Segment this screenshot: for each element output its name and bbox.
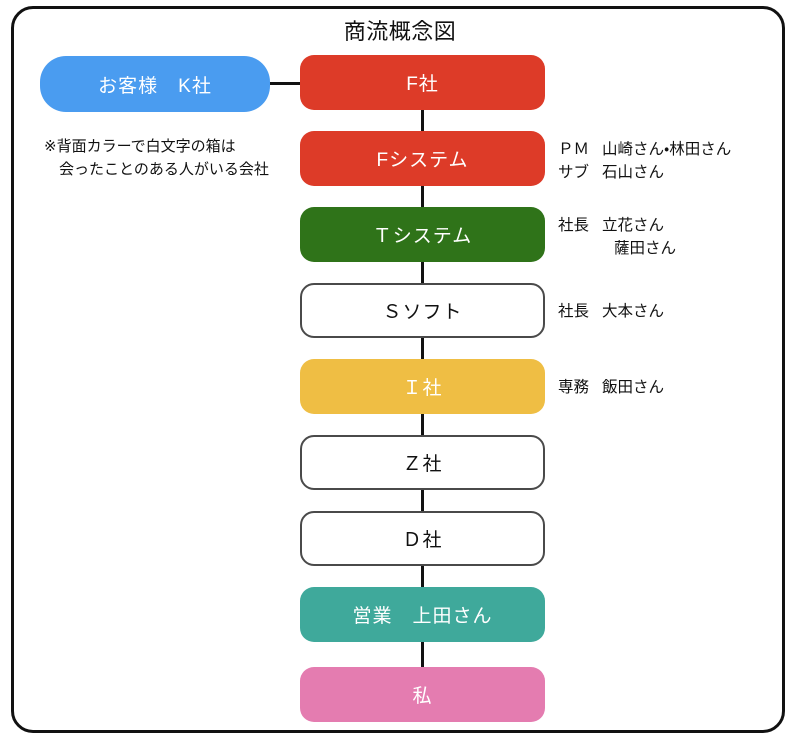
annotation-role: 専務 bbox=[558, 379, 590, 396]
node-label: 営業 上田さん bbox=[352, 606, 493, 627]
node-t-system[interactable]: Ｔシステム bbox=[300, 207, 545, 262]
connector-5 bbox=[421, 412, 424, 438]
annotation-f-system: ＰＭ 山崎さん・林田さん サブ石山さん bbox=[558, 138, 731, 185]
node-label: 私 bbox=[412, 686, 433, 707]
outer-frame bbox=[11, 6, 785, 733]
node-z-sha[interactable]: Ｚ社 bbox=[300, 435, 545, 490]
annotation-t-system: 社長立花さん 薩田さん bbox=[558, 214, 676, 261]
node-customer-label: お客様 K社 bbox=[98, 75, 212, 97]
annotation-role: ＰＭ bbox=[558, 141, 590, 158]
node-d-sha[interactable]: Ｄ社 bbox=[300, 511, 545, 566]
node-label: Ｚ社 bbox=[402, 454, 443, 475]
node-sales-ueda[interactable]: 営業 上田さん bbox=[300, 587, 545, 642]
node-me[interactable]: 私 bbox=[300, 667, 545, 722]
node-i-sha[interactable]: Ｉ社 bbox=[300, 359, 545, 414]
annotation-role: 社長 bbox=[558, 217, 590, 234]
connector-4 bbox=[421, 336, 424, 362]
node-f-sha[interactable]: F社 bbox=[300, 55, 545, 110]
node-label: Ｓソフト bbox=[382, 302, 463, 323]
connector-2 bbox=[421, 184, 424, 210]
annotation-role: 社長 bbox=[558, 303, 590, 320]
node-label: Ｄ社 bbox=[402, 530, 443, 551]
legend-note: ※背面カラーで白文字の箱は 会ったことのある人がいる会社 bbox=[44, 135, 294, 182]
annotation-name: 飯田さん bbox=[602, 379, 665, 396]
annotation-role: サブ bbox=[558, 164, 590, 182]
connector-7 bbox=[421, 564, 424, 590]
node-s-soft[interactable]: Ｓソフト bbox=[300, 283, 545, 338]
legend-note-line-1: ※背面カラーで白文字の箱は bbox=[44, 138, 236, 155]
connector-1 bbox=[421, 108, 424, 134]
annotation-name: 山崎さん・林田さん bbox=[602, 141, 732, 158]
annotation-name-extra: 薩田さん bbox=[614, 240, 677, 258]
connector-3 bbox=[421, 260, 424, 286]
node-label: Ｉ社 bbox=[402, 378, 443, 399]
node-label: Fシステム bbox=[376, 150, 469, 171]
annotation-name: 大本さん bbox=[602, 303, 665, 320]
node-f-system[interactable]: Fシステム bbox=[300, 131, 545, 186]
annotation-name: 石山さん bbox=[602, 164, 665, 182]
legend-note-line-2: 会ったことのある人がいる会社 bbox=[59, 161, 269, 179]
connector-6 bbox=[421, 488, 424, 514]
node-customer[interactable]: お客様 K社 bbox=[40, 56, 270, 112]
annotation-i-sha: 専務飯田さん bbox=[558, 376, 664, 399]
page-title: 商流概念図 bbox=[343, 19, 457, 44]
connector-8 bbox=[421, 640, 424, 670]
annotation-s-soft: 社長大本さん bbox=[558, 300, 664, 323]
connector-customer-to-f bbox=[268, 82, 304, 85]
annotation-name: 立花さん bbox=[602, 217, 665, 234]
node-label: Ｔシステム bbox=[372, 226, 473, 247]
node-label: F社 bbox=[406, 74, 439, 95]
